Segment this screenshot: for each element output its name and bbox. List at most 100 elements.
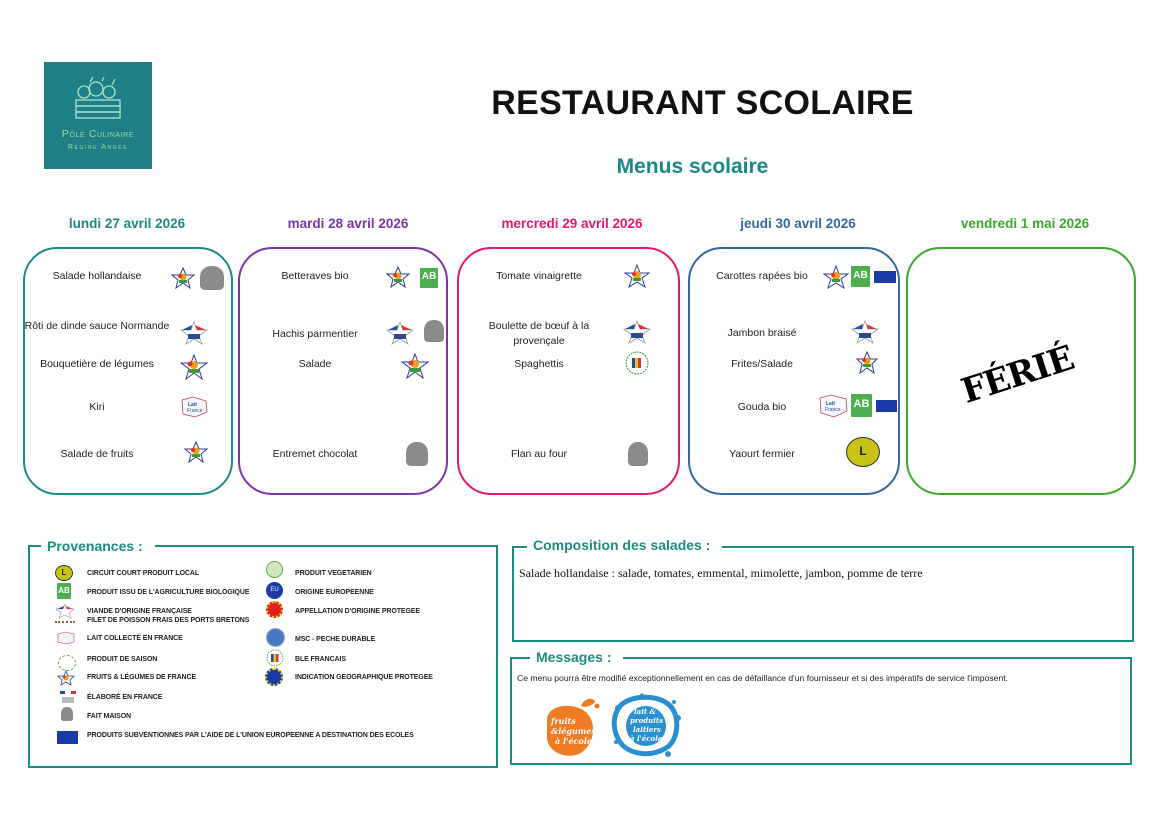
legend-item: CIRCUIT COURT PRODUIT LOCAL (87, 570, 200, 577)
dish: Salade de fruits (60, 448, 134, 460)
pole-culinaire-logo: Pôle Culinaire Régine Angée (44, 62, 152, 169)
dish: Flan au four (510, 448, 568, 460)
viande-francaise-icon (385, 320, 415, 349)
svg-text:produits: produits (630, 716, 663, 725)
vegetarien-icon (266, 561, 283, 578)
svg-text:Lait: Lait (188, 402, 197, 408)
viande-francaise-icon (55, 603, 75, 623)
dish: Entremet chocolat (272, 448, 358, 460)
fruits-legumes-france-icon (385, 265, 411, 292)
svg-text:&légumes: &légumes (551, 726, 596, 736)
fait-maison-icon (424, 320, 444, 342)
dish: Frites/Salade (731, 358, 793, 370)
dish: Jambon braisé (727, 327, 797, 339)
agriculture-bio-icon: AB (57, 583, 71, 599)
fruits-legumes-france-icon (400, 352, 430, 383)
legend-item: PRODUIT ISSU DE L'AGRICULTURE BIOLOGIQUE (87, 589, 250, 596)
legend-item: ÉLABORÉ EN FRANCE (87, 694, 163, 701)
legend-item: PRODUIT VEGETARIEN (295, 570, 372, 577)
salades-text: Salade hollandaise : salade, tomates, em… (519, 566, 923, 580)
dish: Rôti de dinde sauce Normande (24, 320, 170, 332)
svg-text:France: France (187, 408, 203, 414)
svg-text:à l'école: à l'école (630, 734, 663, 743)
messages-title: Messages : (530, 649, 624, 665)
day-header-thursday: jeudi 30 avril 2026 (740, 216, 856, 231)
day-header-tuesday: mardi 28 avril 2026 (287, 216, 409, 231)
day-card-monday: Salade hollandaise Rôti de dinde sauce N… (23, 247, 233, 495)
legend-item: APPELLATION D'ORIGINE PROTEGEE (295, 608, 420, 615)
svg-text:lait &: lait & (634, 707, 657, 716)
legend-item: VIANDE D'ORIGINE FRANÇAISE (87, 608, 192, 615)
eu-subsidy-icon (874, 271, 896, 283)
salades-title: Composition des salades : (527, 537, 723, 553)
svg-text:fruits: fruits (550, 716, 576, 726)
origine-europeenne-icon: EU (266, 582, 283, 599)
fruits-legumes-france-icon (170, 266, 196, 293)
fruits-legumes-france-icon (822, 264, 850, 293)
fruits-legumes-france-icon (179, 353, 209, 384)
viande-francaise-icon (179, 320, 209, 349)
fait-maison-icon (200, 266, 224, 290)
agriculture-bio-icon: AB (420, 268, 438, 288)
provenances-panel (28, 545, 498, 768)
legend-item: INDICATION GEOGRAPHIQUE PROTEGEE (295, 674, 433, 681)
viande-francaise-icon (850, 319, 880, 348)
day-card-wednesday: Tomate vinaigrette Boulette de bœuf à la… (457, 247, 680, 495)
provenances-title: Provenances : (41, 538, 155, 554)
fruits-legumes-france-icon (57, 669, 75, 690)
dish: Salade (298, 358, 332, 370)
circuit-court-local-icon: L (846, 437, 880, 467)
day-header-monday: lundi 27 avril 2026 (68, 216, 186, 231)
legend-item: FRUITS & LÉGUMES DE FRANCE (87, 674, 197, 681)
dish: Tomate vinaigrette (496, 270, 582, 282)
day-header-friday: vendredi 1 mai 2026 (960, 216, 1090, 231)
legend-item: ORIGINE EUROPEENNE (295, 589, 374, 596)
viande-francaise-icon (622, 319, 652, 348)
dish: Boulette de bœuf à la provençale (488, 320, 590, 347)
svg-text:à l'école: à l'école (555, 736, 592, 746)
svg-text:France: France (825, 407, 841, 413)
legend-item: LAIT COLLECTÉ EN FRANCE (87, 635, 183, 642)
logo-line1: Pôle Culinaire (61, 128, 135, 140)
ble-francais-icon (266, 649, 284, 671)
day-card-thursday: Carottes rapées bio Jambon braisé Frites… (688, 247, 900, 495)
messages-text: Ce menu pourra être modifié exceptionnel… (517, 673, 1008, 683)
vegetable-crate-icon (75, 76, 121, 119)
dish: Carottes rapées bio (716, 270, 808, 282)
legend-item: MSC - PECHE DURABLE (295, 636, 376, 643)
fait-maison-icon (61, 707, 73, 721)
dish: Betteraves bio (281, 270, 349, 282)
elabore-france-icon (60, 690, 76, 709)
logo-line2: Régine Angée (67, 144, 129, 151)
salades-panel (512, 546, 1134, 642)
dish: Yaourt fermier (729, 448, 795, 460)
produit-saison-icon (58, 655, 76, 671)
legend-item: BLE FRANCAIS (295, 656, 346, 663)
agriculture-bio-icon: AB (851, 266, 870, 287)
fruits-legumes-france-icon (623, 263, 651, 292)
messages-panel (510, 657, 1132, 765)
dish: Hachis parmentier (272, 328, 358, 340)
aop-icon (266, 601, 283, 618)
dish: Gouda bio (737, 401, 787, 413)
orange-fruit-icon: fruits &légumes à l'école (546, 698, 600, 756)
msc-icon (266, 628, 285, 647)
day-header-wednesday: mercredi 29 avril 2026 (501, 216, 643, 231)
svg-text:Lait: Lait (826, 401, 835, 407)
page-title: RESTAURANT SCOLAIRE (491, 84, 914, 122)
milk-splash-icon: lait & produits laitiers à l'école (611, 693, 681, 757)
fruits-legumes-france-icon (855, 350, 879, 379)
legend-item: PRODUITS SUBVENTIONNES PAR L'AIDE DE L'U… (87, 732, 414, 739)
day-card-tuesday: Betteraves bio Hachis parmentier Salade … (238, 247, 448, 495)
agriculture-bio-icon: AB (851, 394, 872, 417)
circuit-court-local-icon: L (55, 565, 73, 581)
dish: Bouquetière de légumes (40, 358, 154, 370)
fruits-legumes-ecole-badge: fruits &légumes à l'école (539, 694, 601, 758)
poisson-icon (55, 621, 75, 627)
legend-item: PRODUIT DE SAISON (87, 656, 158, 663)
ble-francais-icon (624, 351, 650, 379)
legend-item: FILET DE POISSON FRAIS DES PORTS BRETONS (87, 617, 250, 624)
page-subtitle: Menus scolaire (616, 155, 769, 178)
